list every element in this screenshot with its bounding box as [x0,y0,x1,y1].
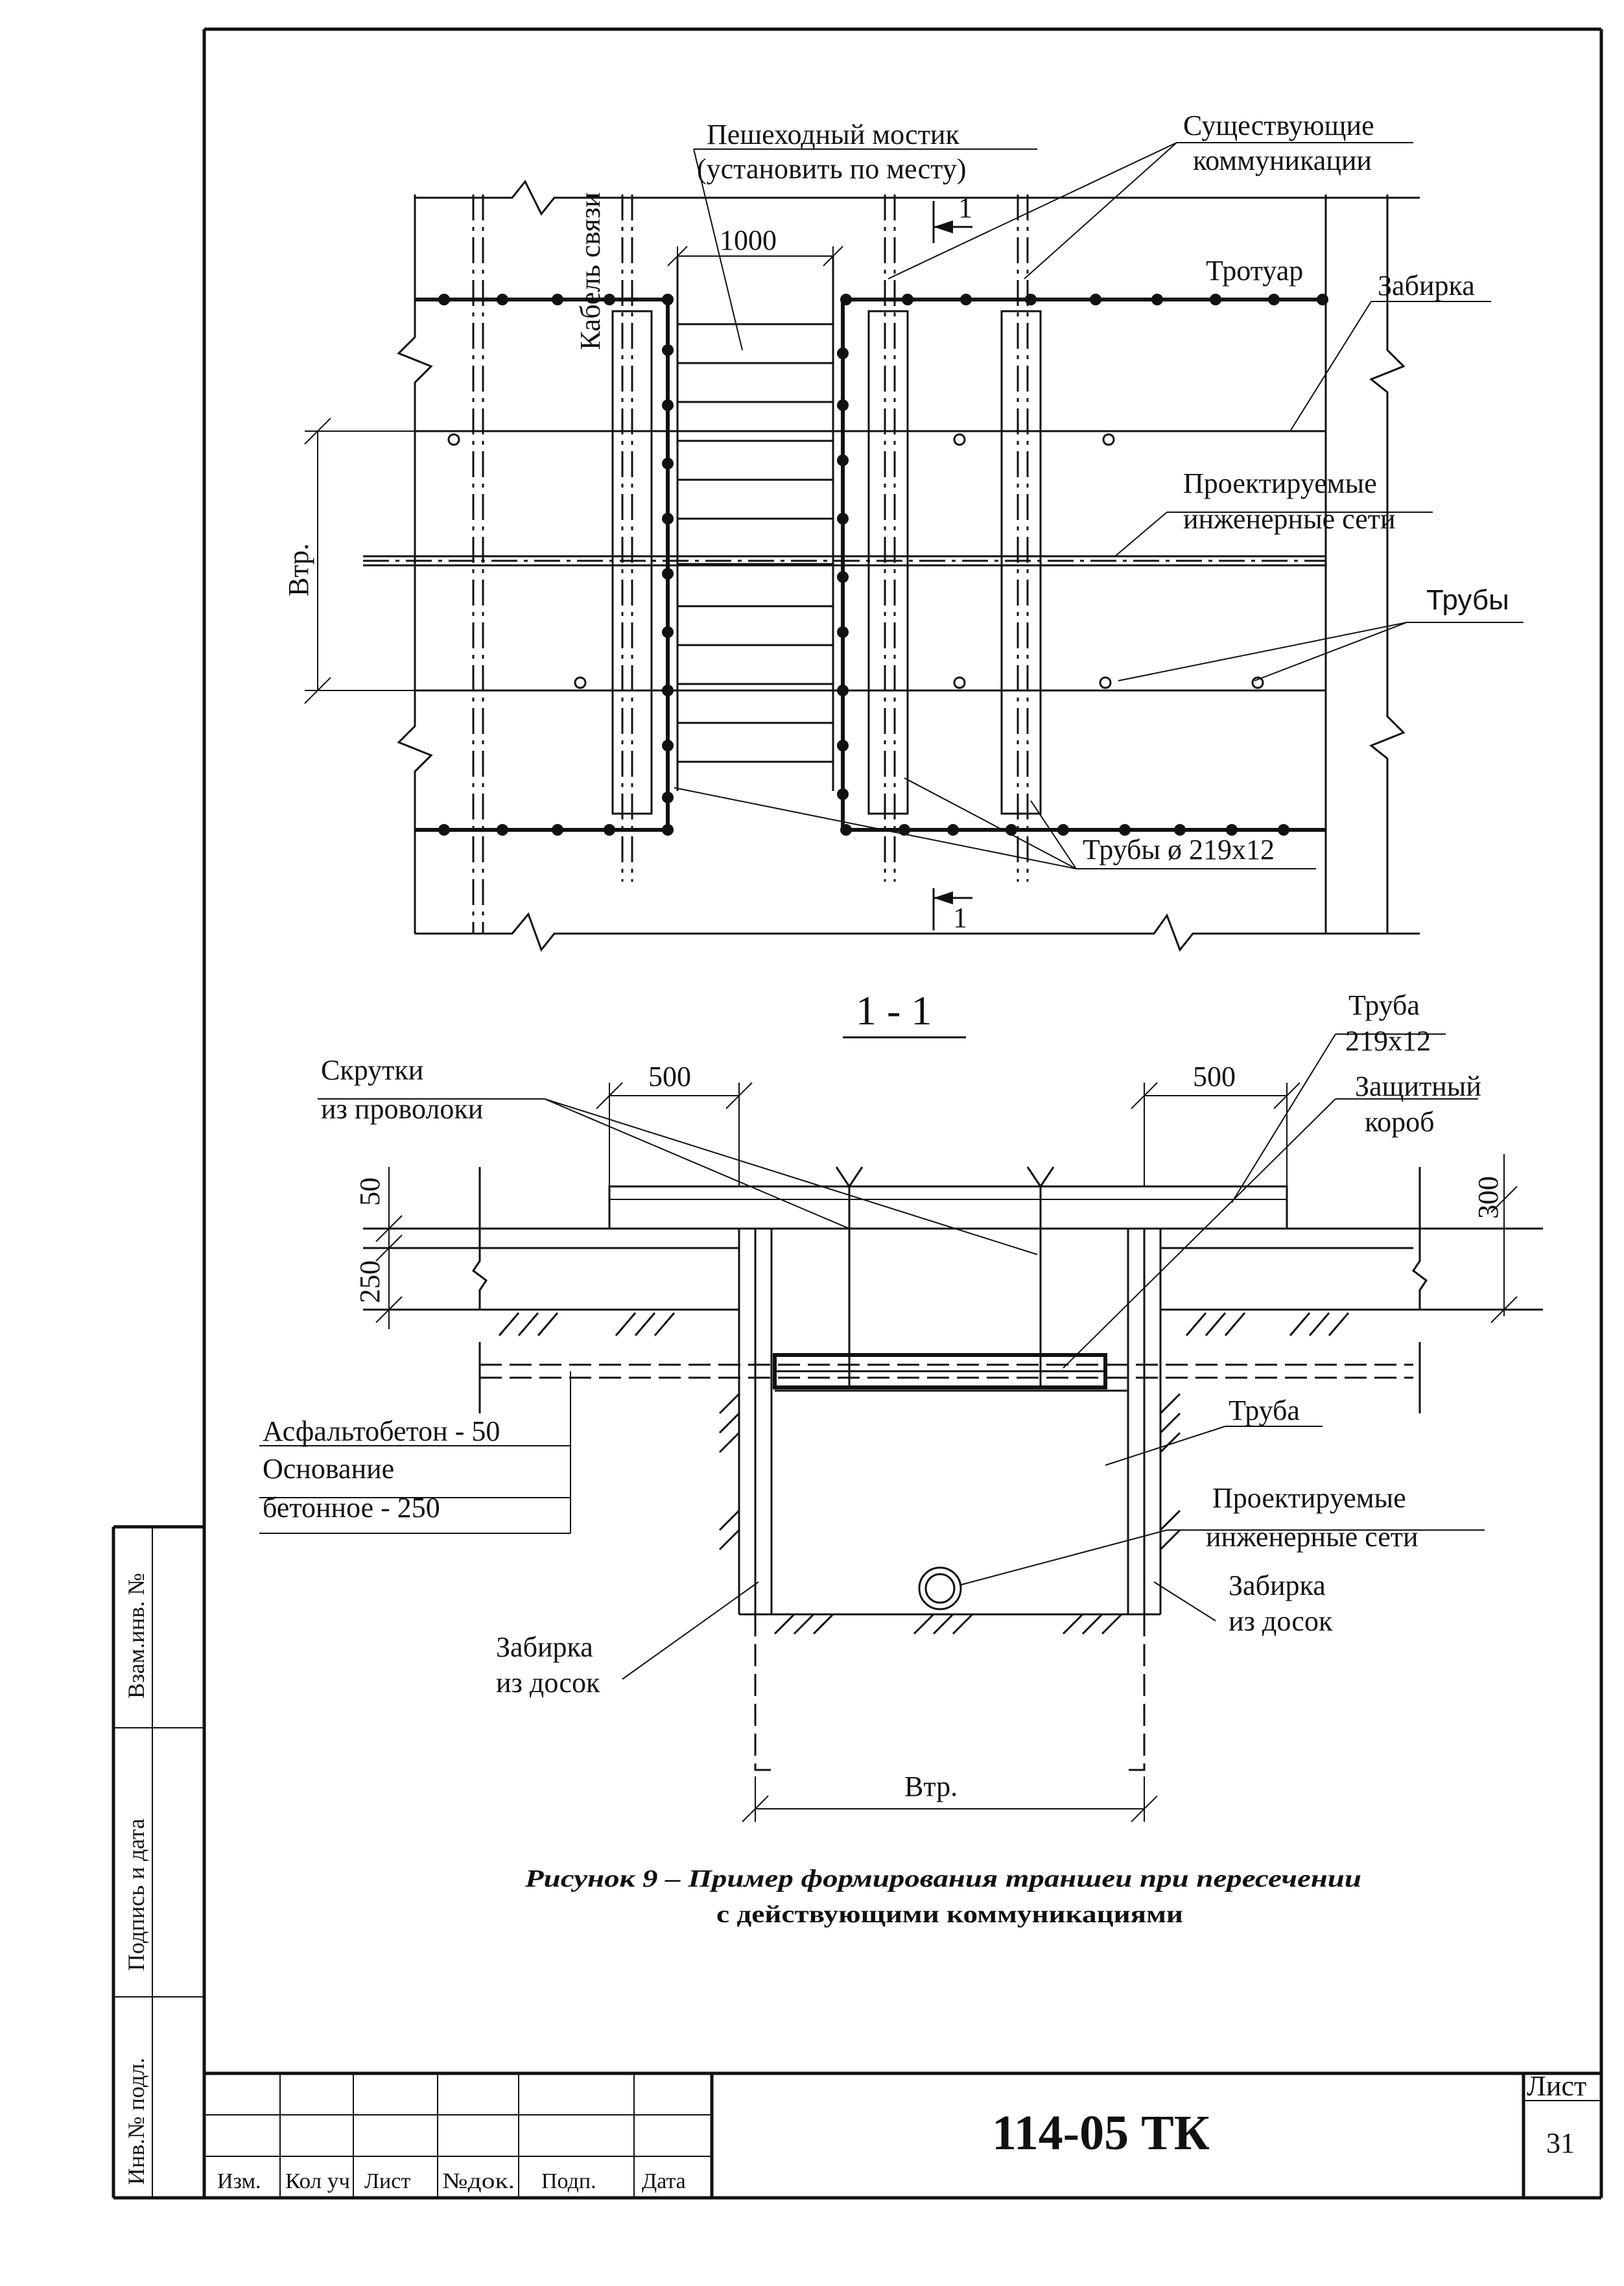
pipes-label: Трубы [1426,584,1509,616]
section-title: 1 - 1 [856,987,932,1033]
stamp-list: Лист [364,2169,410,2193]
sheet-frame [113,27,1603,2200]
pipe-size-label: 219х12 [1345,1025,1431,1057]
support-pipe [1000,310,1042,815]
pipe2-label: Труба [1229,1395,1300,1426]
pipe-ring [1102,433,1115,446]
section-trench-width: Втр. [904,1771,958,1802]
sheet-label: Лист [1527,2070,1586,2102]
protective-box-label-1: Защитный [1355,1070,1481,1102]
pipe-ring [1099,676,1112,689]
bridge-width-dim: 1000 [720,224,777,256]
bridge-note: (установить по месту) [697,153,967,185]
bridge-label: Пешеходный мостик [707,119,959,150]
pipe-ring [447,433,460,446]
support-pipe [867,310,909,815]
pipe-label: Труба [1348,989,1420,1021]
document-number: 114-05 ТК [992,2106,1210,2160]
trench-extension-left [754,1614,771,1771]
ground-hatch [498,1312,1350,1635]
support-pipe [611,310,653,815]
side-stamp-inv-podl: Инв.№ подл. [123,2058,149,2185]
side-stamp-podpis: Подпись и дата [123,1819,149,1971]
cable-label: Кабель связи [574,192,606,350]
sheeting-left-1: Забирка [496,1631,593,1663]
caption-line-1: Рисунок 9 – Пример формирования траншеи … [524,1865,1361,1892]
pipe-ring [574,676,587,689]
plan-break-right [1369,194,1406,934]
existing-utilities-label-2: коммуникации [1193,145,1372,176]
figure-caption: Рисунок 9 – Пример формирования траншеи … [524,1865,1361,1928]
protective-box-label-2: короб [1365,1106,1435,1138]
existing-utility-lines [472,194,1029,934]
sheeting-right-1: Забирка [1229,1570,1326,1601]
side-stamp-vzam: Взам.инв. № [123,1573,149,1699]
stamp-izm: Изм. [217,2169,261,2193]
plan-view: 1000 Втр. 1 1 Пешех [283,110,1524,952]
stamp-data: Дата [642,2169,686,2193]
plan-break-bottom [415,912,1420,952]
pipe-ring [953,676,966,689]
designed-networks-label-2: инженерные сети [1183,503,1396,535]
plan-break-left [397,194,433,934]
sheeting-label: Забирка [1378,270,1475,301]
bridge-deck [608,1185,1288,1230]
side-stamp: Взам.инв. № Подпись и дата Инв.№ подл. [112,1525,204,2198]
pedestrian-bridge [676,256,834,791]
stamp-kol-uch: Кол уч [285,2169,350,2193]
twists-label-2: из проволоки [321,1093,483,1125]
pipe-ring [953,433,966,446]
trench-extension-right [1128,1614,1146,1771]
sheet-number: 31 [1546,2127,1575,2159]
dim-500-left: 500 [648,1061,691,1092]
dim-50: 50 [354,1177,386,1206]
asphalt-label: Асфальтобетон - 50 [263,1415,500,1447]
plan-break-top [415,180,1420,216]
stamp-podp: Подп. [541,2169,596,2193]
stamp-ndok: №док. [442,2169,515,2193]
dim-300: 300 [1472,1176,1504,1219]
base-label-1: Основание [263,1453,394,1485]
designed-networks-label-1: Проектируемые [1183,467,1377,499]
sheeting-right-2: из досок [1229,1605,1333,1637]
designed-networks-section-2: инженерные сети [1206,1521,1418,1553]
section-mark-bottom: 1 [953,902,967,934]
base-label-2: бетонное - 250 [263,1492,440,1524]
sidewalk-label: Тротуар [1206,255,1303,287]
section-mark-top: 1 [958,192,972,224]
sheeting-left-2: из досок [496,1667,600,1699]
pipes-size-label: Трубы ø 219х12 [1083,834,1275,866]
dim-500-right: 500 [1193,1061,1236,1092]
fence-posts [438,294,1328,836]
caption-line-2: с действующими коммуникациями [716,1901,1183,1928]
plan-trench-width: Втр. [283,543,314,596]
section-1-1: 1 - 1 [259,987,1543,1822]
twists-label-1: Скрутки [321,1054,423,1086]
title-block: Изм. Кол уч Лист №док. Подп. Дата 114-05… [204,2070,1601,2198]
designed-networks-section-1: Проектируемые [1212,1482,1406,1514]
existing-utilities-label-1: Существующие [1183,110,1374,141]
dim-250: 250 [354,1260,386,1303]
